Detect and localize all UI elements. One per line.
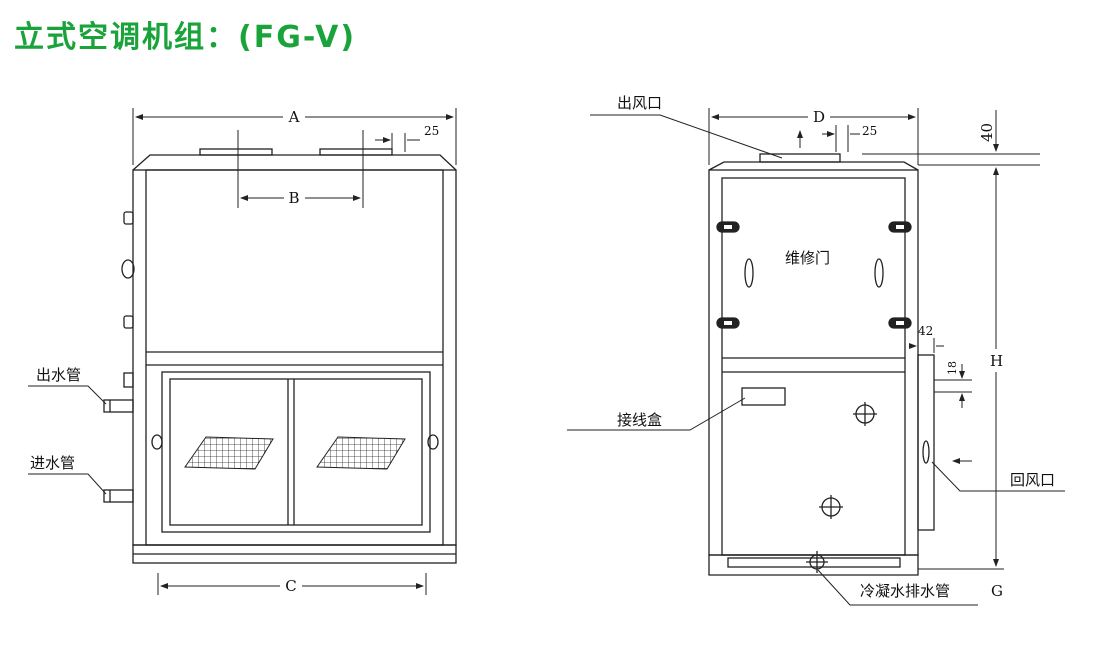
front-view (103, 148, 457, 564)
dim-A: A (288, 108, 300, 126)
label-junction-box: 接线盒 (617, 411, 662, 429)
dim-40: 40 (978, 123, 996, 142)
door-latch-left (744, 258, 754, 288)
label-service-door: 维修门 (785, 249, 830, 267)
junction-box-leader (567, 397, 746, 431)
dim-D: D (813, 108, 825, 126)
front-top-cap (132, 154, 457, 171)
outlet-pipe-leader (28, 385, 107, 405)
label-air-outlet: 出风口 (617, 94, 662, 112)
front-flange-left (199, 148, 273, 156)
side-dimensions (567, 108, 1065, 606)
return-air-frame (917, 354, 935, 531)
inlet-pipe-leader (28, 473, 107, 495)
side-outlet-flange (759, 153, 841, 163)
dim-42: 42 (918, 324, 933, 338)
page-title: 立式空调机组：(FG-V) (14, 20, 357, 55)
door-latch-right (874, 258, 884, 288)
inlet-pipe-stub (103, 489, 134, 503)
front-knob-1 (123, 211, 134, 225)
dim-18: 18 (946, 361, 959, 375)
label-outlet-pipe: 出水管 (36, 366, 81, 384)
dim-H: H (990, 352, 1003, 370)
dim-C: C (285, 577, 296, 595)
side-base (708, 554, 919, 576)
front-knob-3 (123, 315, 134, 329)
air-outlet-leader (590, 114, 783, 159)
side-cabinet (708, 169, 919, 556)
front-grille-right (316, 436, 406, 470)
return-air-leader (931, 461, 1065, 492)
label-return-air: 回风口 (1010, 471, 1055, 489)
front-grille-left (184, 436, 274, 470)
drain-leader (817, 569, 978, 606)
front-dimensions (28, 108, 457, 595)
junction-box (741, 387, 786, 406)
label-inlet-pipe: 进水管 (30, 454, 75, 472)
dim-side-25: 25 (862, 124, 877, 138)
dim-G: G (991, 582, 1003, 600)
side-top-cap (708, 161, 919, 171)
label-condensate-drain: 冷凝水排水管 (860, 582, 950, 600)
front-knob-2 (121, 259, 135, 279)
outlet-pipe-stub (103, 399, 134, 413)
side-view (708, 153, 935, 576)
dim-B: B (288, 189, 299, 207)
front-flange-right (319, 148, 393, 156)
front-coil-frame (161, 371, 431, 533)
dim-front-25: 25 (424, 124, 439, 138)
